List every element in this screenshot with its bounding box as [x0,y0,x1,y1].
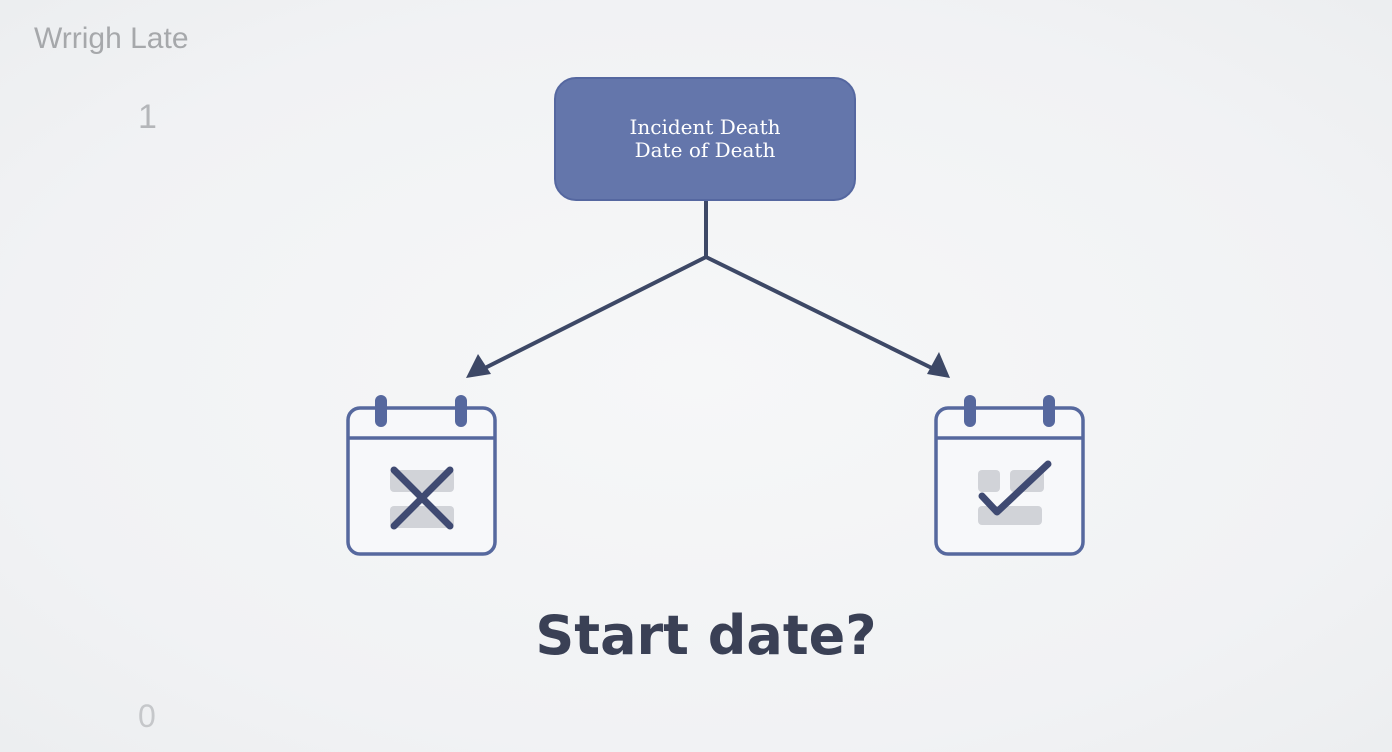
left-arrow [471,255,708,376]
axis-bottom-label: 0 [138,698,156,734]
connectors [466,199,950,378]
calendar-x-icon [346,395,497,556]
right-arrow [704,255,946,376]
question-label: Start date? [535,604,877,667]
axis-top-label: 1 [138,98,157,136]
left-arrowhead [466,354,491,378]
calendar-check-icon [934,395,1085,556]
right-arrowhead [927,352,950,378]
top-node: Incident Death Date of Death [554,77,856,201]
top-node-line2: Date of Death [634,138,776,162]
top-node-line1: Incident Death [629,115,781,139]
corner-label: Wrrigh Late [34,22,189,55]
